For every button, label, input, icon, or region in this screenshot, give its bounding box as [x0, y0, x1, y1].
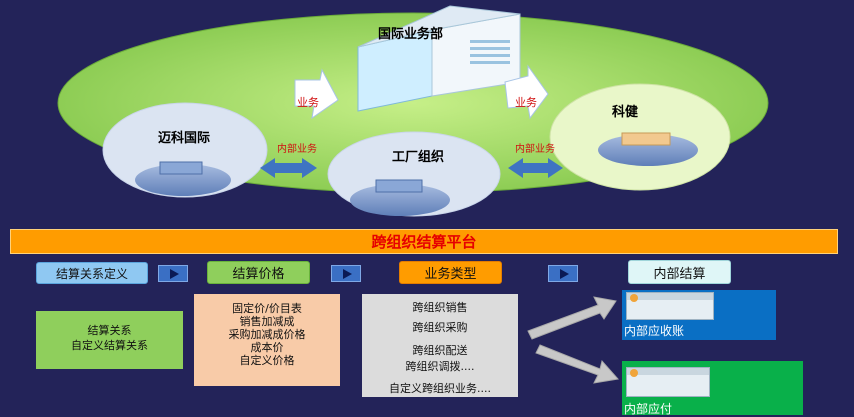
- factory-icon: [621, 132, 671, 146]
- payable-label: 内部应付: [624, 402, 673, 416]
- col3-line: 跨组织调拨....: [405, 360, 475, 373]
- col1-line: 自定义结算关系: [71, 339, 148, 352]
- disk-maike: [135, 164, 231, 196]
- header-business-type[interactable]: 业务类型: [399, 261, 502, 284]
- arrow-up-right-icon: [527, 296, 617, 340]
- receivable-box: 内部应收账: [622, 290, 776, 340]
- org-label-kejian: 科健: [612, 105, 639, 120]
- business-label-right: 业务: [515, 96, 537, 109]
- factory-icon: [159, 161, 203, 175]
- payable-box: 内部应付: [622, 361, 803, 416]
- col2-line: 成本价: [250, 341, 284, 354]
- col2-line: 固定价/价目表: [232, 302, 302, 315]
- spreadsheet-icon: [626, 292, 714, 320]
- building-icon: [357, 5, 521, 112]
- flow-arrows: [527, 296, 619, 384]
- play-icon: [548, 265, 578, 282]
- double-arrow-right-icon: [508, 158, 563, 178]
- arrow-down-right-icon: [504, 64, 549, 120]
- price-box: 固定价/价目表 销售加减成 采购加减成价格 成本价 自定义价格: [194, 294, 340, 386]
- header-settlement-price[interactable]: 结算价格: [207, 261, 310, 284]
- col1-line: 结算关系: [87, 324, 132, 337]
- col3-line: 跨组织采购: [412, 321, 468, 334]
- col3-line: 自定义跨组织业务....: [389, 382, 491, 395]
- arrow-down-right-icon: [535, 344, 619, 384]
- factory-icon: [375, 179, 423, 193]
- col2-line: 采购加减成价格: [228, 328, 306, 341]
- org-label-maike: 迈科国际: [158, 131, 211, 146]
- internal-business-label-left: 内部业务: [277, 144, 317, 155]
- platform-bar: 跨组织结算平台: [10, 229, 838, 254]
- hq-label: 国际业务部: [378, 27, 444, 42]
- platform-title: 跨组织结算平台: [371, 233, 477, 251]
- disk-factory: [350, 184, 450, 216]
- settlement-relation-box: 结算关系 自定义结算关系: [36, 311, 183, 369]
- top-diagram: [57, 5, 769, 217]
- col2-line: 自定义价格: [239, 354, 295, 367]
- spreadsheet-icon: [626, 367, 710, 397]
- col3-line: 跨组织配送: [412, 344, 468, 357]
- receivable-label: 内部应收账: [624, 324, 685, 338]
- double-arrow-left-icon: [260, 158, 317, 178]
- arrow-down-left-icon: [294, 68, 339, 120]
- col3-line: 跨组织销售: [412, 301, 468, 314]
- business-type-box: 跨组织销售 跨组织采购 跨组织配送 跨组织调拨.... 自定义跨组织业务....: [362, 294, 518, 397]
- col2-line: 销售加减成: [239, 315, 295, 328]
- play-icon: [331, 265, 361, 282]
- header-settlement-relation[interactable]: 结算关系定义: [36, 262, 148, 284]
- internal-business-label-right: 内部业务: [515, 144, 555, 155]
- play-icon: [158, 265, 188, 282]
- business-label-left: 业务: [297, 96, 319, 109]
- org-label-factory: 工厂组织: [392, 150, 445, 165]
- header-internal-settlement[interactable]: 内部结算: [628, 260, 731, 284]
